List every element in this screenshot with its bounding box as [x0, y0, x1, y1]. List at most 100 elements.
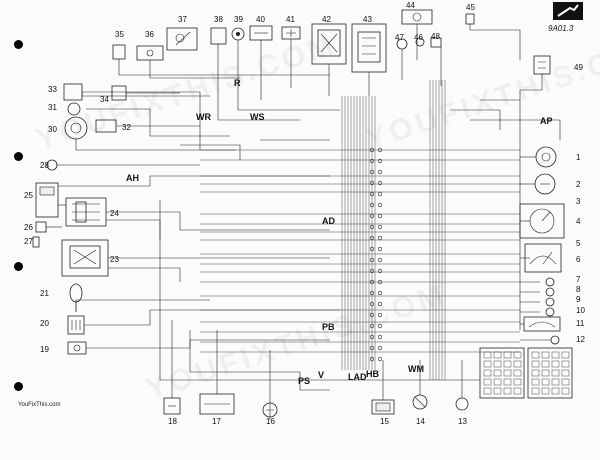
wire-label: AH: [126, 173, 139, 183]
wire-label: PB: [322, 322, 335, 332]
wrench-logo-icon: [553, 2, 583, 20]
component-number: 33: [48, 85, 57, 94]
component-number: 30: [48, 125, 57, 134]
component-number: 44: [406, 1, 415, 10]
connector-pin: [369, 202, 375, 208]
fuse-cell: [513, 378, 522, 386]
fuse-cell: [513, 369, 522, 377]
connector-pin: [369, 279, 375, 285]
fuse-cell: [531, 360, 540, 368]
component-13: [455, 397, 469, 411]
wire-label: AD: [322, 216, 335, 226]
component-44: [401, 9, 433, 25]
watermark-text: YOUFIXTHIS.COM: [142, 278, 451, 407]
component-number: 9: [576, 295, 581, 304]
wire-label: PS: [298, 376, 310, 386]
component-number: 3: [576, 197, 581, 206]
indicator-lamp: [545, 287, 555, 297]
component-43: [351, 23, 387, 73]
connector-pin: [369, 290, 375, 296]
wire-run: [84, 309, 340, 326]
fuse-cell: [493, 360, 502, 368]
component-number: 7: [576, 275, 581, 284]
component-16: [262, 400, 278, 420]
component-7-8-9-10: [545, 277, 555, 317]
component-number: 18: [168, 417, 177, 426]
fuse-cell: [513, 360, 522, 368]
component-number: 45: [466, 3, 475, 12]
wire-run: [58, 175, 330, 187]
connector-pin: [377, 235, 383, 241]
component-number: 2: [576, 180, 581, 189]
component-number: 23: [110, 255, 119, 264]
wire-label: LAD: [348, 372, 367, 382]
connector-pin: [377, 268, 383, 274]
component-24: [65, 197, 107, 227]
connector-pin: [369, 169, 375, 175]
component-number: 24: [110, 209, 119, 218]
component-number: 35: [115, 30, 124, 39]
connector-pin: [369, 158, 375, 164]
component-number: 12: [576, 335, 585, 344]
wire-run: [106, 211, 330, 231]
fuse-cell: [551, 387, 560, 395]
component-number: 47: [395, 33, 404, 42]
connector-pin: [369, 191, 375, 197]
connector-pin: [377, 345, 383, 351]
connector-pin: [377, 323, 383, 329]
fuse-cell: [503, 378, 512, 386]
watermark-text: YOUFIXTHIS.COM: [362, 28, 600, 157]
fuse-cell: [493, 387, 502, 395]
connector-pin: [369, 301, 375, 307]
wire-run: [519, 74, 543, 330]
fuse-cell: [561, 351, 570, 359]
connector-pin: [377, 246, 383, 252]
indicator-lamp: [545, 307, 555, 317]
page-code: 9A01.3: [548, 24, 574, 33]
component-number: 27: [24, 237, 33, 246]
component-number: 38: [214, 15, 223, 24]
fuse-cell: [541, 369, 550, 377]
connector-pin: [369, 257, 375, 263]
fuse-cell: [503, 351, 512, 359]
component-25: [35, 182, 59, 218]
component-number: 46: [414, 33, 423, 42]
component-17: [199, 393, 235, 415]
component-number: 25: [24, 191, 33, 200]
wire-label: R: [234, 78, 241, 88]
fuse-cell: [541, 378, 550, 386]
component-2: [534, 173, 556, 195]
component-number: 21: [40, 289, 49, 298]
component-3-4: [519, 203, 565, 239]
component-26-27: [32, 221, 47, 248]
fuse-cell: [541, 360, 550, 368]
component-number: 20: [40, 319, 49, 328]
wire-run: [159, 200, 480, 381]
component-number: 40: [256, 15, 265, 24]
fuse-cell: [551, 369, 560, 377]
component-41: [281, 26, 301, 40]
component-45: [465, 13, 475, 25]
connector-pin: [377, 279, 383, 285]
component-30: [64, 116, 88, 140]
component-number: 49: [574, 63, 583, 72]
component-number: 32: [122, 123, 131, 132]
component-number: 16: [266, 417, 275, 426]
component-number: 28: [40, 161, 49, 170]
fuse-cell: [483, 378, 492, 386]
relay-cells: [483, 351, 570, 395]
connector-pin: [369, 268, 375, 274]
fuse-cell: [483, 351, 492, 359]
component-number: 26: [24, 223, 33, 232]
wire-run: [75, 139, 236, 151]
wire-runs: [46, 24, 561, 400]
fuse-cell: [551, 351, 560, 359]
component-number: 37: [178, 15, 187, 24]
component-number: 11: [576, 319, 585, 328]
fuse-cell: [551, 360, 560, 368]
fuse-cell: [551, 378, 560, 386]
wire-run: [299, 372, 330, 391]
